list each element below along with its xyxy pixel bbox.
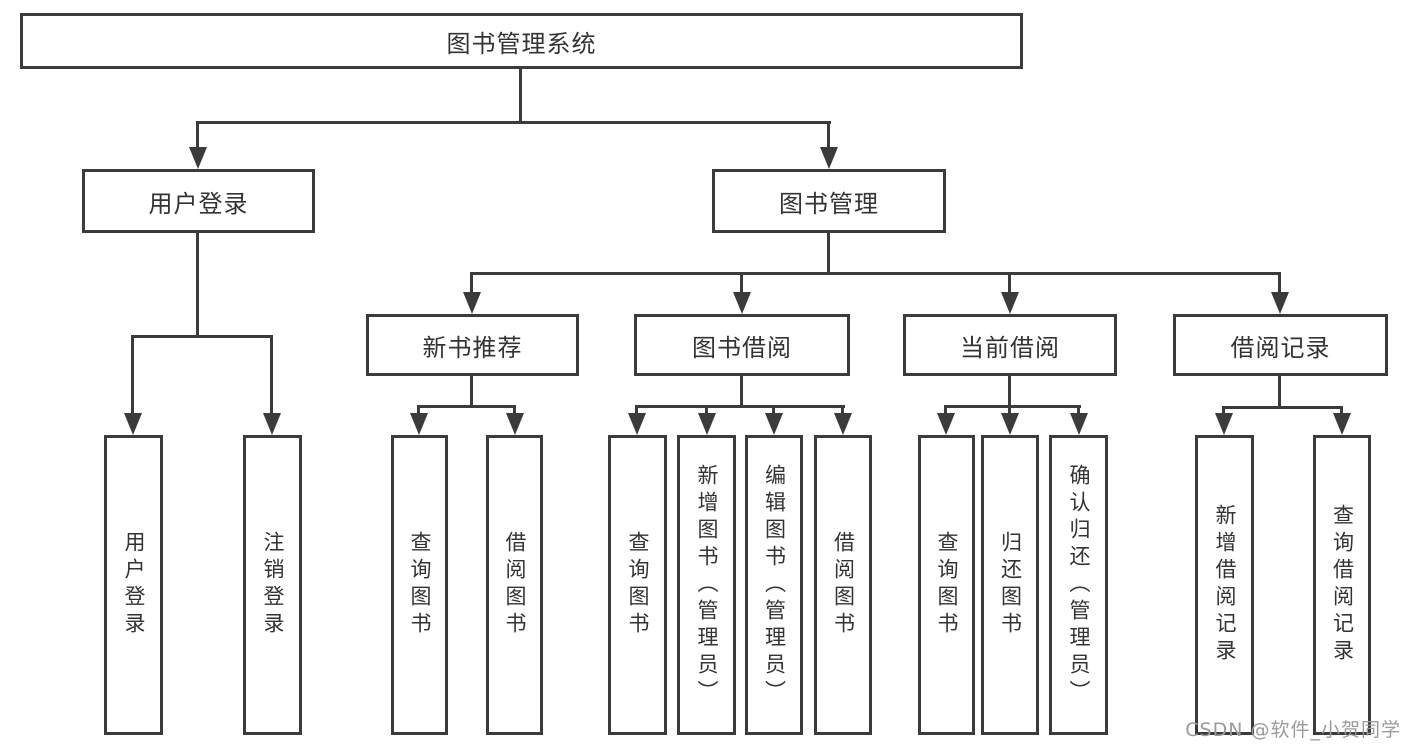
connector-drop-leaf-user-login [131, 335, 134, 421]
node-borrow-records: 借阅记录 [1173, 314, 1388, 376]
connector-drop [1222, 406, 1225, 419]
leaf-user-login: 用户登录 [104, 435, 163, 735]
leaf-query-books-current: 查询图书 [918, 435, 975, 735]
arrowhead-down-icon [189, 147, 207, 169]
connector-drop-borrow-records [1278, 272, 1281, 302]
arrowhead-down-icon [124, 413, 142, 435]
arrowhead-down-icon [733, 292, 751, 314]
connector-drop [513, 405, 516, 419]
connector-new-book-stem [470, 376, 473, 408]
leaf-add-book-admin: 新增图书（管理员） [677, 435, 736, 735]
leaf-borrow-books: 借阅图书 [814, 435, 872, 735]
arrowhead-down-icon [820, 147, 838, 169]
arrowhead-down-icon [1333, 413, 1351, 435]
arrowhead-down-icon [698, 413, 716, 435]
arrowhead-down-icon [410, 413, 428, 435]
connector-book-borrow-branch [635, 405, 845, 408]
leaf-edit-book-admin: 编辑图书（管理员） [745, 435, 803, 735]
leaf-query-books-recommend: 查询图书 [391, 435, 448, 735]
connector-current-borrow-branch [944, 405, 1081, 408]
node-user-login: 用户登录 [82, 169, 315, 233]
arrowhead-down-icon [1215, 413, 1233, 435]
connector-borrow-records-branch [1222, 406, 1343, 409]
csdn-watermark: CSDN @软件_小贺同学 [1185, 719, 1401, 741]
connector-drop [1077, 405, 1080, 419]
arrowhead-down-icon [834, 413, 852, 435]
connector-drop [944, 405, 947, 419]
leaf-return-books: 归还图书 [981, 435, 1039, 735]
arrowhead-down-icon [506, 413, 524, 435]
connector-drop [705, 405, 708, 419]
node-new-book-recommend: 新书推荐 [366, 314, 579, 376]
connector-root-stem [519, 69, 522, 124]
connector-current-borrow-stem [1008, 376, 1011, 408]
arrowhead-down-icon [1001, 292, 1019, 314]
arrowhead-down-icon [937, 413, 955, 435]
connector-drop-book-borrow [740, 272, 743, 302]
arrowhead-down-icon [628, 413, 646, 435]
leaf-add-borrow-record: 新增借阅记录 [1195, 435, 1254, 735]
connector-drop-leaf-logout [270, 335, 273, 421]
leaf-logout: 注销登录 [243, 435, 302, 735]
connector-new-book-branch [417, 405, 516, 408]
arrowhead-down-icon [263, 413, 281, 435]
connector-drop [1340, 406, 1343, 419]
node-book-management: 图书管理 [712, 169, 946, 233]
connector-drop [417, 405, 420, 419]
connector-level2-branch [196, 121, 831, 124]
connector-drop [841, 405, 844, 419]
node-book-borrow: 图书借阅 [634, 314, 850, 376]
arrowhead-down-icon [463, 292, 481, 314]
leaf-query-borrow-record: 查询借阅记录 [1313, 435, 1371, 735]
arrowhead-down-icon [765, 413, 783, 435]
leaf-confirm-return-admin: 确认归还（管理员） [1049, 435, 1108, 735]
arrowhead-down-icon [1070, 413, 1088, 435]
connector-user-login-stem [196, 233, 199, 338]
node-root: 图书管理系统 [20, 13, 1023, 69]
node-current-borrow: 当前借阅 [903, 314, 1117, 376]
connector-drop-current-borrow [1008, 272, 1011, 302]
connector-borrow-records-stem [1278, 376, 1281, 408]
connector-book-management-stem [827, 233, 830, 275]
connector-level3-branch [470, 272, 1281, 275]
connector-drop-book-management [827, 121, 830, 155]
connector-user-login-branch [131, 335, 272, 338]
arrowhead-down-icon [1271, 292, 1289, 314]
leaf-borrow-books-recommend: 借阅图书 [486, 435, 543, 735]
connector-drop-user-login [196, 121, 199, 155]
connector-drop [1008, 405, 1011, 419]
connector-book-borrow-stem [740, 376, 743, 408]
connector-drop-new-book [470, 272, 473, 302]
leaf-query-books-borrow: 查询图书 [608, 435, 667, 735]
arrowhead-down-icon [1001, 413, 1019, 435]
connector-drop [772, 405, 775, 419]
connector-drop [635, 405, 638, 419]
